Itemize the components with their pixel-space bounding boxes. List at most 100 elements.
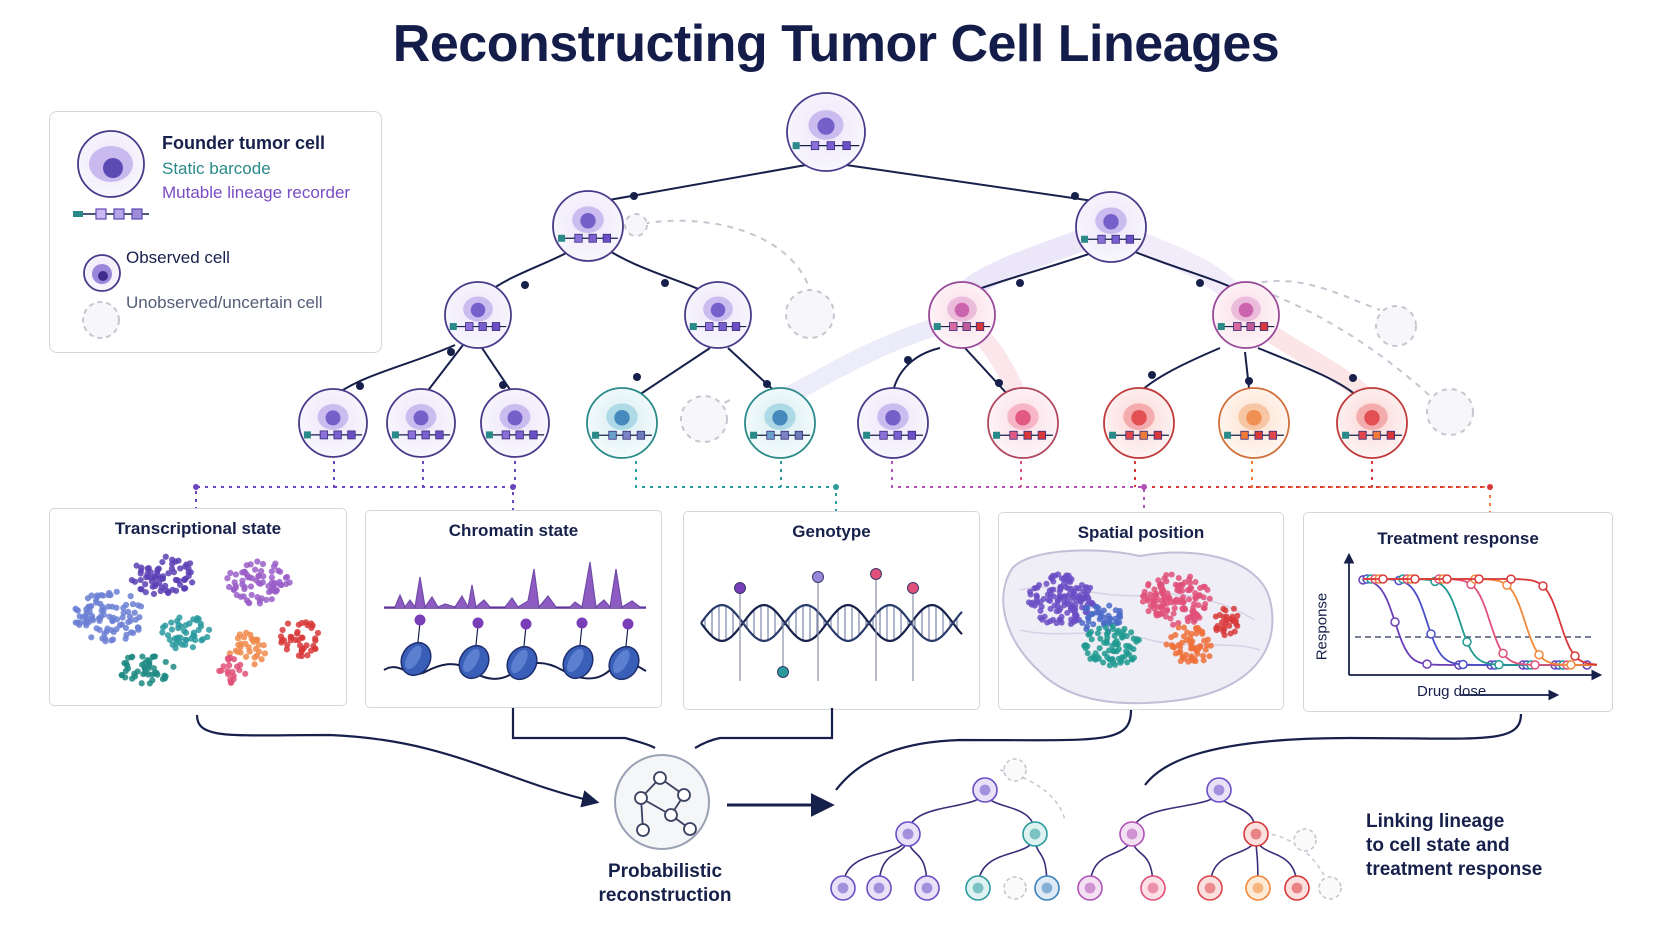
umap-point (137, 576, 144, 584)
umap-point (134, 668, 141, 675)
spatial-cell (1204, 636, 1211, 643)
spatial-cell (1081, 642, 1088, 649)
spatial-cell (1047, 605, 1054, 612)
spatial-cell (1106, 647, 1113, 654)
spatial-cell (1152, 598, 1159, 605)
umap-point (113, 616, 121, 623)
spatial-cell (1200, 652, 1207, 659)
spatial-cell (1187, 585, 1194, 592)
umap-point (173, 640, 180, 647)
umap-point (72, 619, 79, 626)
spatial-cell (1153, 610, 1160, 617)
umap-point (245, 644, 252, 651)
spatial-cell (1107, 615, 1114, 622)
spatial-cell (1115, 655, 1122, 662)
spatial-cell (1055, 571, 1062, 578)
spatial-cell (1172, 650, 1179, 657)
spatial-cell (1170, 610, 1177, 617)
umap-point (298, 648, 305, 655)
spatial-cell (1067, 620, 1074, 627)
umap-point (293, 630, 301, 637)
panel-transcriptional-state: Transcriptional state (49, 508, 347, 706)
leaf-cell-1 (298, 388, 368, 458)
leaf-cell-3 (480, 388, 550, 458)
umap-point (282, 574, 290, 581)
spatial-cell (1088, 636, 1095, 643)
spatial-cell (1128, 629, 1135, 636)
dose-point (1494, 659, 1504, 670)
umap-point (278, 581, 285, 589)
umap-point (259, 579, 266, 586)
umap-point (234, 648, 242, 655)
umap-point (298, 619, 306, 627)
umap-point (230, 586, 237, 594)
spatial-cell (1207, 642, 1214, 649)
outcome-line2: to cell state and (1366, 835, 1510, 856)
umap-point (216, 667, 223, 675)
spatial-cell (1133, 638, 1140, 645)
umap-point (144, 657, 151, 664)
umap-point (177, 565, 184, 572)
spatial-cell (1152, 591, 1159, 598)
umap-point (138, 680, 145, 687)
leaf-cell-4 (586, 387, 658, 459)
dose-point (1458, 659, 1468, 670)
spatial-cell (1093, 603, 1100, 610)
spatial-cell (1084, 650, 1091, 657)
umap-point (125, 608, 132, 615)
umap-point (172, 558, 179, 565)
leaf-cell-9 (1218, 387, 1290, 459)
umap-point (299, 634, 306, 641)
spatial-cell (1213, 627, 1220, 634)
umap-point (279, 626, 286, 634)
umap-point (126, 613, 134, 620)
umap-point (123, 660, 130, 667)
umap-point (164, 632, 172, 639)
dose-point (1570, 651, 1580, 661)
spatial-cell (1177, 649, 1184, 656)
panel-title-chromatin: Chromatin state (448, 521, 579, 540)
spatial-cell (1082, 594, 1089, 601)
chromatin-peaks (384, 561, 646, 609)
umap-point (276, 568, 284, 575)
variant-pin (870, 568, 882, 681)
umap-point (248, 591, 255, 599)
umap-point (165, 570, 172, 577)
reconstruction-label-line2: reconstruction (598, 885, 732, 906)
spatial-cell (1044, 619, 1051, 626)
umap-point (134, 602, 142, 609)
spatial-cell (1117, 614, 1124, 621)
umap-point (122, 624, 130, 632)
umap-point (141, 665, 148, 672)
spatial-cell (1061, 580, 1068, 587)
umap-point (88, 634, 95, 641)
umap-point (139, 653, 146, 660)
dose-point (1566, 660, 1576, 670)
umap-point (241, 568, 248, 575)
spatial-cell (1155, 577, 1162, 584)
spatial-cell (1080, 588, 1087, 595)
umap-point (176, 614, 183, 621)
umap-point (106, 613, 113, 620)
umap-point (181, 576, 188, 583)
umap-point (151, 573, 158, 580)
reconstructed-lineage-trees (830, 758, 1342, 901)
spatial-cell (1090, 653, 1097, 660)
variant-pin (907, 582, 919, 681)
umap-point (232, 571, 240, 578)
legend-icons (73, 130, 149, 339)
genotype-variant-pins (734, 568, 919, 681)
umap-point (152, 582, 159, 590)
barcode-icon (73, 208, 149, 220)
spatial-cell (1177, 658, 1184, 665)
outcome-line3: treatment response (1366, 859, 1543, 880)
legend-unobserved-label: Unobserved/uncertain cell (126, 293, 323, 312)
umap-point (268, 574, 275, 581)
spatial-cell (1182, 651, 1189, 658)
spatial-cell (1187, 634, 1194, 641)
umap-point (168, 619, 175, 626)
mini-edge (907, 789, 986, 835)
spatial-cell (1171, 644, 1178, 651)
umap-point (100, 592, 107, 599)
dose-point (1538, 581, 1548, 591)
